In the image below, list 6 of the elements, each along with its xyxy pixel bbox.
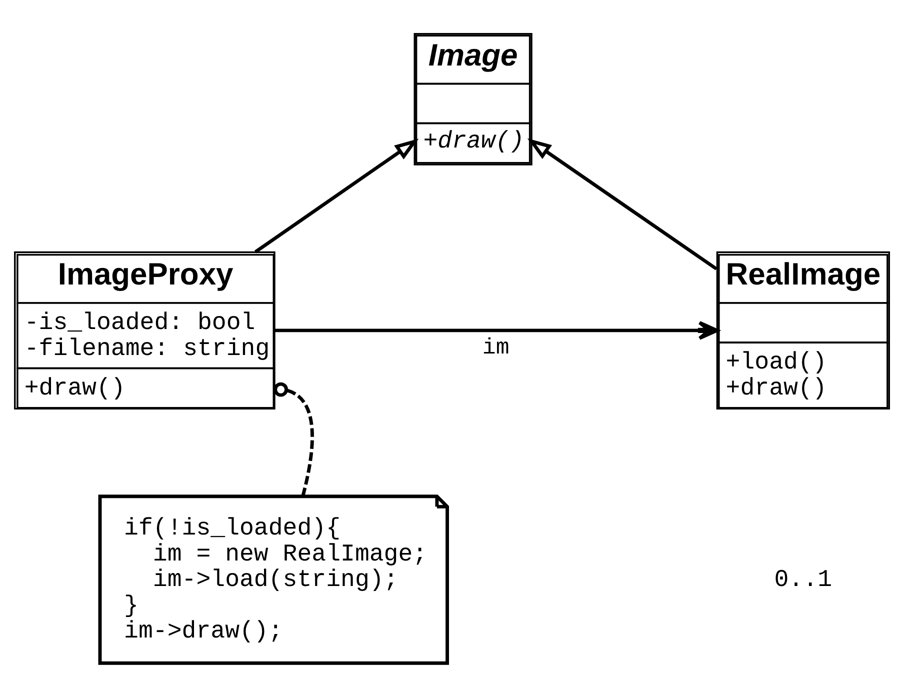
arrow bbox=[254, 138, 419, 253]
arrow bbox=[274, 320, 719, 340]
label: 0..1 bbox=[774, 566, 832, 594]
connector bbox=[274, 382, 314, 496]
arrow bbox=[527, 138, 718, 270]
edge-label: im bbox=[482, 334, 510, 360]
